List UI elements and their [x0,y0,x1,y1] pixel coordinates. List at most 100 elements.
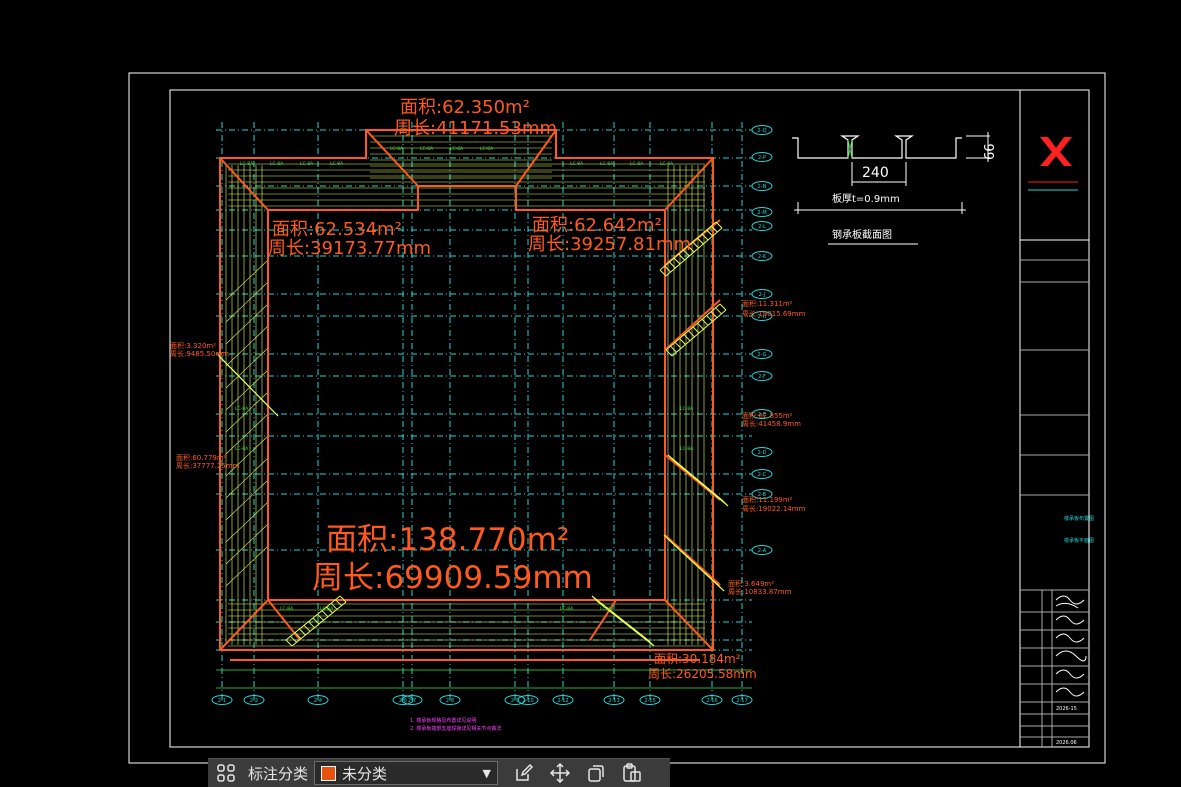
axis-bubble-2-L: 2-L [751,221,773,231]
area-label-bottom: 面积:30.184m² [654,652,741,666]
svg-text:LC-8A: LC-8A [680,406,694,412]
svg-text:LC-8A: LC-8A [280,606,294,612]
svg-text:楼承板平面图: 楼承板平面图 [1064,537,1094,544]
svg-text:面积:60.779m²: 面积:60.779m² [176,453,227,462]
axis-bubble-2-7: 2-7 [401,695,423,705]
svg-text:2-Q: 2-Q [757,128,766,134]
svg-text:2-16: 2-16 [706,698,717,704]
svg-text:66: 66 [983,143,998,160]
svg-text:钢承板截面图: 钢承板截面图 [832,228,892,241]
svg-text:2-F: 2-F [758,374,766,380]
svg-text:2-2: 2-2 [250,698,258,704]
axis-bubble-2-17: 2-17 [731,695,753,705]
area-label-top: 面积:62.350m² [400,97,530,118]
edit-icon[interactable] [506,759,542,787]
axis-grid [216,122,752,700]
chevron-down-icon: ▼ [482,766,492,780]
svg-text:楼承板布置图: 楼承板布置图 [1064,515,1094,522]
svg-text:2. 楼承板端部支座焊接详见相关节点做法: 2. 楼承板端部支座焊接详见相关节点做法 [410,725,501,732]
axis-bubble-2-6: 2-6 [392,695,414,705]
deck-hatching [225,135,705,647]
svg-text:2-17: 2-17 [736,698,747,704]
axis-bubble-2-16: 2-16 [701,695,723,705]
perimeter-label-left: 周长:39173.77mm [268,238,431,259]
move-icon[interactable] [542,759,578,787]
svg-text:2-B: 2-B [758,492,767,498]
axis-bubble-2-E: 2-E [751,409,773,419]
title-block: 楼承板布置图 楼承板平面图 2026-15 2026.06 [1019,90,1094,747]
svg-text:周长:9485.50mm: 周长:9485.50mm [170,349,229,358]
stair-symbols [217,221,729,647]
side-area-labels: 面积:3.320m² 周长:9485.50mm 面积:60.779m² 周长:3… [170,299,806,596]
general-notes: 1. 楼承板规格及布置详见说明 2. 楼承板端部支座焊接详见相关节点做法 [410,717,501,732]
svg-text:LC-8A: LC-8A [600,606,614,612]
svg-text:2-K: 2-K [758,254,767,260]
svg-text:LC-8A: LC-8A [270,161,284,167]
category-label: 标注分类 [248,764,309,783]
axis-bubble-2-C: 2-C [751,469,773,479]
svg-text:2-C: 2-C [758,472,767,478]
axis-bubble-2-1: 2-1 [211,695,233,705]
axis-bubble-2-A: 2-A [751,545,773,555]
copy-icon[interactable] [578,759,614,787]
slab-outlines [219,129,721,661]
perimeter-label-main: 周长:69909.59mm [312,560,593,596]
axis-bubble-2-13: 2-13 [603,695,625,705]
perimeter-label-right: 周长:39257.81mm [528,234,691,255]
svg-text:2-L: 2-L [758,224,766,230]
svg-text:2-D: 2-D [758,450,767,456]
svg-text:LC-8A: LC-8A [390,146,404,152]
paste-icon[interactable] [614,759,650,787]
axis-bubble-2-10: 2-10 [517,695,539,705]
svg-text:LC-8A: LC-8A [660,161,674,167]
svg-text:2-8: 2-8 [446,698,454,704]
svg-text:LC-8A: LC-8A [680,446,694,452]
svg-text:2-10: 2-10 [522,698,533,704]
annotation-toolbar: 标注分类 未分类 ▼ [208,758,670,787]
svg-text:LC-8A: LC-8A [235,446,249,452]
axis-bubble-2-4: 2-4 [307,695,329,705]
axis-bubble-2-12: 2-12 [552,695,574,705]
svg-text:LC-8A: LC-8A [300,161,314,167]
category-selected-value: 未分类 [342,764,388,783]
svg-text:2-J: 2-J [759,292,766,298]
svg-text:2-9: 2-9 [511,698,519,704]
axis-bubble-2-H: 2-H [751,311,773,321]
svg-text:LC-8A: LC-8A [420,146,434,152]
axis-bubble-2-15: 2-15 [639,695,661,705]
category-select[interactable]: 未分类 ▼ [314,761,499,785]
axis-bubble-2-J: 2-J [751,289,773,299]
svg-text:2-P: 2-P [758,155,766,161]
svg-text:2-G: 2-G [757,352,766,358]
axis-bubble-2-P: 2-P [751,152,773,162]
svg-text:LC-8A: LC-8A [630,161,644,167]
perimeter-label-top: 周长:41171.53mm [394,118,557,139]
svg-text:2-E: 2-E [758,412,766,418]
drawing-frame [169,89,1090,748]
svg-text:面积:62.855m²: 面积:62.855m² [742,411,793,420]
svg-text:2-15: 2-15 [644,698,655,704]
axis-bubble-2-N: 2-N [751,181,773,191]
category-color-swatch [321,765,337,781]
axis-bubbles: 2-Q2-P2-N2-M2-L2-K2-J2-H2-G2-F2-E2-D2-C2… [211,125,773,705]
svg-text:周长:10833.87mm: 周长:10833.87mm [728,587,792,596]
svg-text:2026-15: 2026-15 [1056,706,1077,712]
svg-text:2-H: 2-H [758,314,767,320]
axis-bubble-2-8: 2-8 [439,695,461,705]
svg-text:2-12: 2-12 [557,698,568,704]
svg-text:2-A: 2-A [758,548,767,554]
axis-bubble-2-G: 2-G [751,349,773,359]
grid-icon[interactable] [208,759,244,787]
svg-text:2026.06: 2026.06 [1056,740,1077,746]
svg-text:2-6: 2-6 [399,698,407,704]
svg-text:面积:3.649m²: 面积:3.649m² [728,579,774,588]
deck-profile-section: 240 66 板厚t=0.9mm 钢承板截面图 [792,132,998,245]
svg-text:LC-8A: LC-8A [235,406,249,412]
svg-text:面积:11.311m²: 面积:11.311m² [742,299,793,308]
axis-bubble-2-Q: 2-Q [751,125,773,135]
svg-text:LC-8A: LC-8A [600,161,614,167]
perimeter-label-bottom: 周长:26205.58mm [648,667,757,681]
svg-text:LC-8A: LC-8A [240,161,254,167]
svg-text:面积:11.199m²: 面积:11.199m² [742,495,793,504]
